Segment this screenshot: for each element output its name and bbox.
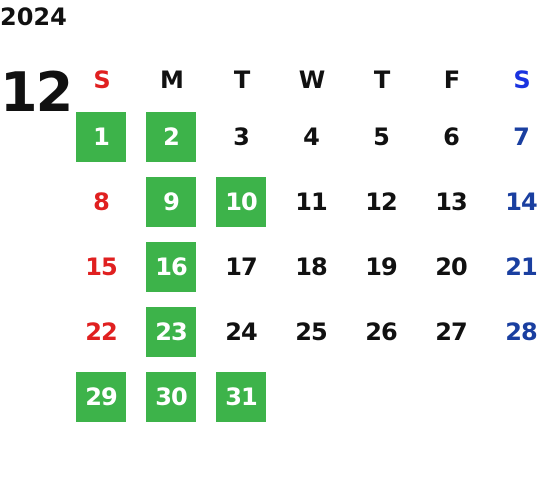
day-number[interactable]: 3 (233, 123, 250, 151)
day-number[interactable]: 8 (93, 188, 110, 216)
day-cell[interactable]: 26 (347, 300, 417, 365)
day-cell[interactable]: 16 (137, 235, 207, 300)
day-cell[interactable]: 21 (487, 235, 548, 300)
weekday-header-tuesday: T (233, 66, 251, 94)
weekday-header-friday: F (443, 66, 461, 94)
day-cell[interactable]: 24 (207, 300, 277, 365)
day-cell[interactable]: 20 (417, 235, 487, 300)
day-number[interactable]: 12 (365, 188, 397, 216)
highlighted-day-number[interactable]: 16 (146, 242, 196, 292)
weekday-header-row: S M T W T F S (67, 55, 548, 105)
day-number[interactable]: 7 (513, 123, 530, 151)
day-number[interactable]: 22 (85, 318, 117, 346)
day-number[interactable]: 13 (435, 188, 467, 216)
highlighted-day-number[interactable]: 31 (216, 372, 266, 422)
year-label: 2024 (0, 3, 67, 31)
day-cell[interactable]: 3 (207, 105, 277, 170)
week-row: 22 23 24 25 26 27 28 (67, 300, 548, 365)
week-row: 15 16 17 18 19 20 21 (67, 235, 548, 300)
day-cell[interactable]: 12 (347, 170, 417, 235)
week-row: 8 9 10 11 12 13 14 (67, 170, 548, 235)
day-cell[interactable]: 23 (137, 300, 207, 365)
day-cell[interactable]: 14 (487, 170, 548, 235)
weekday-header-monday: M (160, 66, 184, 94)
day-cell[interactable]: 19 (347, 235, 417, 300)
month-label: 12 (0, 61, 73, 124)
day-cell (347, 365, 417, 430)
day-number[interactable]: 26 (365, 318, 397, 346)
week-row: 29 30 31 (67, 365, 548, 430)
day-cell[interactable]: 13 (417, 170, 487, 235)
highlighted-day-number[interactable]: 29 (76, 372, 126, 422)
day-cell[interactable]: 29 (67, 365, 137, 430)
day-cell[interactable]: 17 (207, 235, 277, 300)
day-cell[interactable]: 25 (277, 300, 347, 365)
day-number[interactable]: 17 (225, 253, 257, 281)
day-cell[interactable]: 18 (277, 235, 347, 300)
day-cell[interactable]: 6 (417, 105, 487, 170)
day-number[interactable]: 11 (295, 188, 327, 216)
day-cell[interactable]: 7 (487, 105, 548, 170)
highlighted-day-number[interactable]: 1 (76, 112, 126, 162)
weekday-header-saturday: S (513, 66, 531, 94)
day-cell[interactable]: 28 (487, 300, 548, 365)
day-number[interactable]: 28 (505, 318, 537, 346)
day-cell (277, 365, 347, 430)
day-cell[interactable]: 31 (207, 365, 277, 430)
day-cell[interactable]: 2 (137, 105, 207, 170)
day-cell[interactable]: 1 (67, 105, 137, 170)
day-number[interactable]: 27 (435, 318, 467, 346)
day-number[interactable]: 25 (295, 318, 327, 346)
day-number[interactable]: 20 (435, 253, 467, 281)
weekday-header-wednesday: W (298, 66, 326, 94)
day-cell (487, 365, 548, 430)
highlighted-day-number[interactable]: 10 (216, 177, 266, 227)
day-cell[interactable]: 15 (67, 235, 137, 300)
weekday-header-sunday: S (93, 66, 111, 94)
day-number[interactable]: 14 (505, 188, 537, 216)
highlighted-day-number[interactable]: 30 (146, 372, 196, 422)
day-cell[interactable]: 8 (67, 170, 137, 235)
day-cell[interactable]: 30 (137, 365, 207, 430)
day-cell[interactable]: 4 (277, 105, 347, 170)
day-cell[interactable]: 9 (137, 170, 207, 235)
weekday-header-thursday: T (373, 66, 391, 94)
day-cell (417, 365, 487, 430)
day-number[interactable]: 18 (295, 253, 327, 281)
day-number[interactable]: 21 (505, 253, 537, 281)
day-number[interactable]: 6 (443, 123, 460, 151)
day-number[interactable]: 19 (365, 253, 397, 281)
highlighted-day-number[interactable]: 2 (146, 112, 196, 162)
day-number[interactable]: 15 (85, 253, 117, 281)
day-cell[interactable]: 22 (67, 300, 137, 365)
highlighted-day-number[interactable]: 9 (146, 177, 196, 227)
day-cell[interactable]: 11 (277, 170, 347, 235)
day-number[interactable]: 24 (225, 318, 257, 346)
day-cell[interactable]: 27 (417, 300, 487, 365)
day-cell[interactable]: 5 (347, 105, 417, 170)
day-number[interactable]: 5 (373, 123, 390, 151)
day-number[interactable]: 4 (303, 123, 320, 151)
day-cell[interactable]: 10 (207, 170, 277, 235)
highlighted-day-number[interactable]: 23 (146, 307, 196, 357)
